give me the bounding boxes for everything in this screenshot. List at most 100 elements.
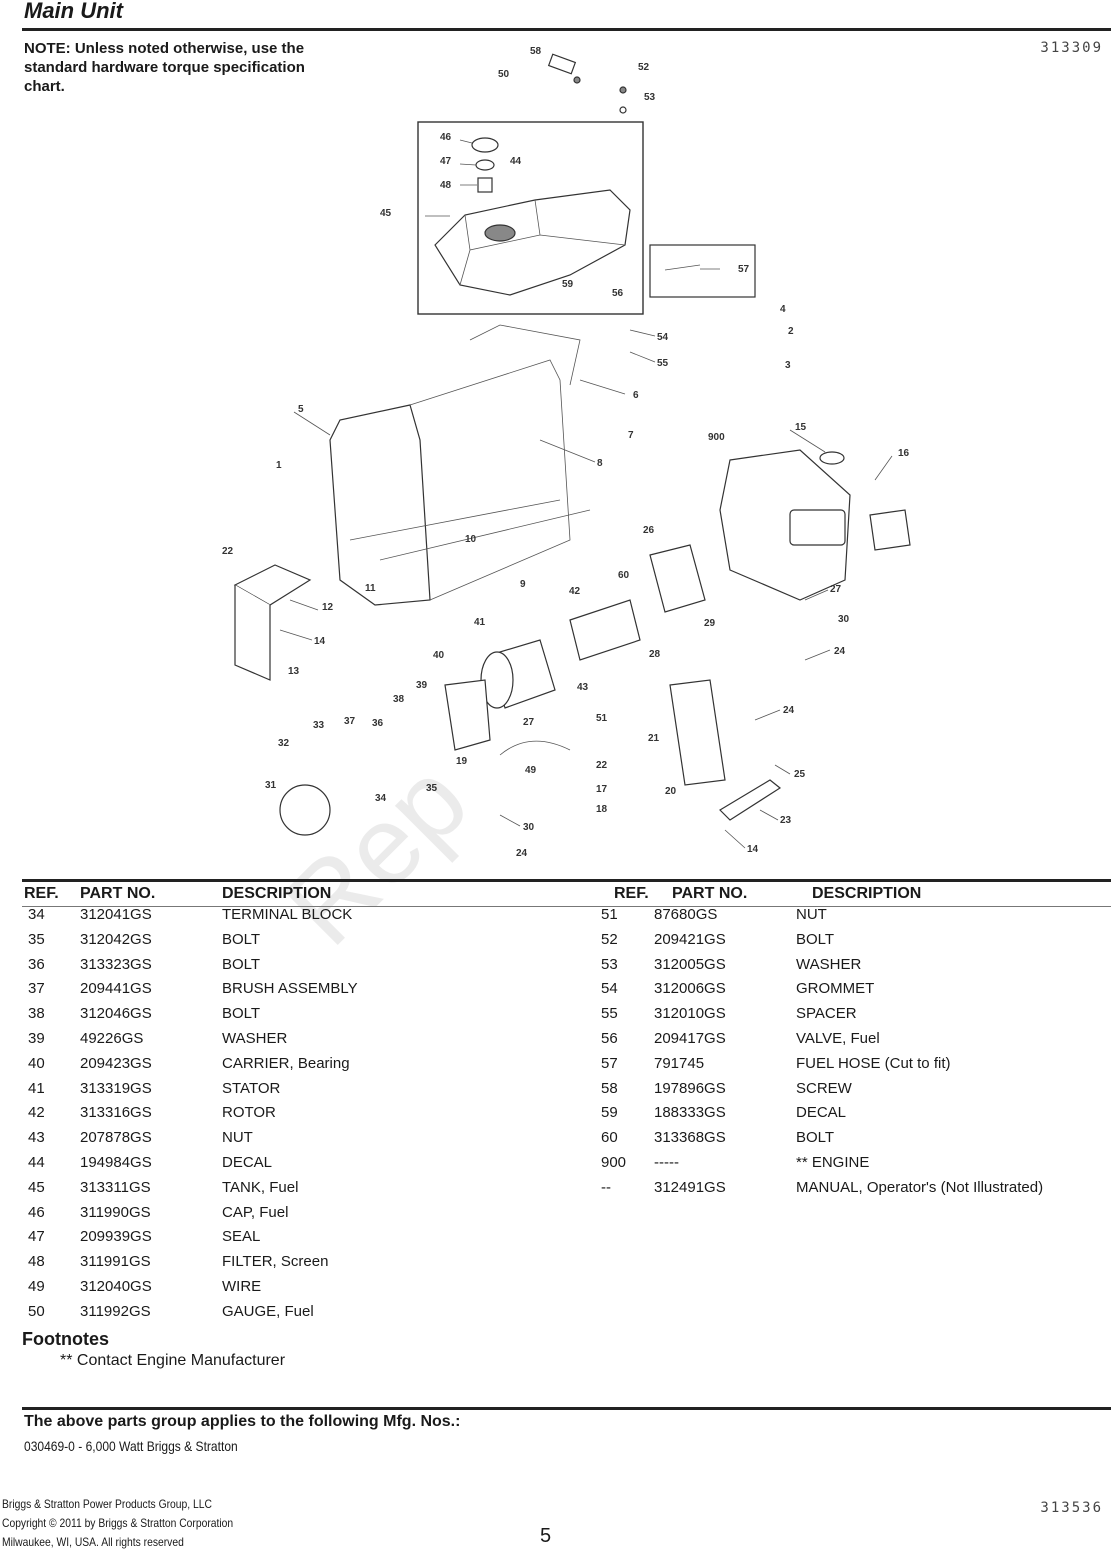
ref-cell: 52 <box>601 930 618 948</box>
description-cell: BOLT <box>796 1129 835 1147</box>
svg-text:5: 5 <box>298 404 304 415</box>
part-number-cell: 311991GS <box>80 1253 151 1271</box>
footnotes-title: Footnotes <box>22 1329 109 1349</box>
ref-cell: 37 <box>28 980 45 998</box>
part-number-cell: ----- <box>654 1154 679 1171</box>
svg-text:44: 44 <box>510 156 522 167</box>
svg-text:8: 8 <box>597 458 603 469</box>
end-cover <box>279 784 331 836</box>
header-part-no-left: PART NO. <box>80 885 156 902</box>
description-cell: NUT <box>796 906 827 923</box>
description-cell: BRUSH ASSEMBLY <box>222 980 358 998</box>
description-cell: BOLT <box>222 1005 261 1023</box>
svg-text:26: 26 <box>643 525 655 536</box>
svg-text:24: 24 <box>783 705 795 716</box>
ref-cell: 57 <box>601 1054 618 1072</box>
description-cell: CARRIER, Bearing <box>222 1054 350 1072</box>
svg-text:10: 10 <box>465 534 477 545</box>
ref-cell: 40 <box>28 1054 45 1072</box>
ref-cell: 34 <box>28 906 45 923</box>
ref-cell: 55 <box>601 1005 618 1023</box>
description-cell: BOLT <box>222 955 261 973</box>
svg-text:36: 36 <box>372 718 384 729</box>
svg-text:22: 22 <box>596 760 608 771</box>
part-number-cell: 194984GS <box>80 1154 152 1171</box>
ref-cell: 51 <box>601 906 618 923</box>
description-cell: NUT <box>222 1129 253 1147</box>
svg-text:39: 39 <box>416 680 428 691</box>
header-description-right: DESCRIPTION <box>812 885 922 902</box>
ref-cell: -- <box>601 1178 611 1196</box>
part-number-cell: 311990GS <box>80 1203 151 1221</box>
svg-text:14: 14 <box>747 844 759 855</box>
part-number-cell: 313323GS <box>80 955 152 973</box>
svg-text:24: 24 <box>516 848 528 859</box>
ref-cell: 54 <box>601 980 618 998</box>
svg-text:57: 57 <box>738 264 750 275</box>
svg-text:34: 34 <box>375 793 387 804</box>
svg-text:27: 27 <box>830 584 842 595</box>
part-number-cell: 312010GS <box>654 1005 726 1023</box>
part-number-cell: 209441GS <box>80 980 152 998</box>
part-number-cell: 312491GS <box>654 1178 726 1196</box>
ref-cell: 58 <box>601 1079 618 1097</box>
svg-text:33: 33 <box>313 720 325 731</box>
part-number-cell: 209939GS <box>80 1228 152 1246</box>
svg-text:41: 41 <box>474 617 486 628</box>
wire <box>499 740 571 756</box>
ref-cell: 46 <box>28 1203 45 1221</box>
fuel-hose-inset <box>649 244 756 298</box>
svg-text:24: 24 <box>834 646 846 657</box>
svg-text:50: 50 <box>498 69 510 80</box>
svg-text:7: 7 <box>628 430 634 441</box>
part-number-cell: 209417GS <box>654 1030 726 1047</box>
ref-cell: 59 <box>601 1104 618 1122</box>
footer-copyright: Copyright © 2011 by Briggs & Stratton Co… <box>2 1516 234 1530</box>
ref-cell: 900 <box>601 1154 627 1171</box>
svg-text:55: 55 <box>657 358 669 369</box>
svg-text:19: 19 <box>456 756 468 767</box>
svg-text:23: 23 <box>780 815 792 826</box>
svg-text:25: 25 <box>794 769 806 780</box>
part-number-cell: 791745 <box>654 1054 705 1072</box>
svg-text:35: 35 <box>426 783 438 794</box>
svg-text:49: 49 <box>525 765 537 776</box>
part-number-cell: 312046GS <box>80 1005 152 1023</box>
applies-rule <box>22 1407 1111 1410</box>
table-header-rule <box>22 906 1111 907</box>
bracket-25 <box>719 779 782 821</box>
part-number-cell: 49226GS <box>80 1030 144 1047</box>
ref-cell: 60 <box>601 1129 618 1147</box>
muffler <box>669 679 726 786</box>
fuel-filter <box>477 177 493 193</box>
svg-text:29: 29 <box>704 618 716 629</box>
part-number-cell: 87680GS <box>654 906 718 923</box>
description-cell: MANUAL, Operator's (Not Illustrated) <box>796 1178 1044 1196</box>
svg-text:37: 37 <box>344 716 356 727</box>
svg-text:13: 13 <box>288 666 300 677</box>
applies-model-number: 030469-0 - 6,000 Watt Briggs & Stratton <box>24 1438 238 1454</box>
engine <box>719 449 851 601</box>
svg-text:52: 52 <box>638 62 650 73</box>
svg-text:1: 1 <box>276 460 282 471</box>
part-number-cell: 312005GS <box>654 955 726 973</box>
part-number-cell: 311992GS <box>80 1302 151 1320</box>
description-cell: CAP, Fuel <box>222 1203 289 1221</box>
description-cell: DECAL <box>222 1154 273 1171</box>
title-rule <box>22 28 1111 31</box>
svg-text:60: 60 <box>618 570 630 581</box>
applies-title: The above parts group applies to the fol… <box>24 1413 461 1430</box>
decal-16 <box>869 509 911 551</box>
description-cell: WIRE <box>222 1278 262 1295</box>
description-cell: BOLT <box>222 930 261 948</box>
part-number-cell: 312006GS <box>654 980 726 998</box>
description-cell: STATOR <box>222 1079 281 1097</box>
part-number-cell: 197896GS <box>654 1079 726 1097</box>
ref-cell: 39 <box>28 1030 45 1047</box>
fan-housing <box>649 544 706 613</box>
svg-text:16: 16 <box>898 448 910 459</box>
ref-cell: 35 <box>28 930 45 948</box>
rotor <box>569 599 641 661</box>
svg-text:42: 42 <box>569 586 581 597</box>
